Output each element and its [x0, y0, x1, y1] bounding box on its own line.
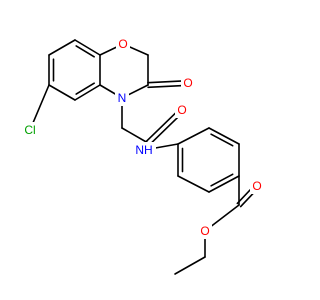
bond-b4-b5-inner [210, 173, 234, 187]
chlorine-label: Cl [24, 123, 35, 137]
ester-carbonyl-oxygen-label: O [252, 179, 261, 193]
ester-oxygen-label: O [200, 224, 209, 238]
amide-oxygen-atom: O [175, 102, 189, 118]
bond-b1-b2 [177, 127, 210, 145]
molecule-structure: Cl O O N O NH O O [18, 36, 264, 275]
lactam-oxygen-label: O [183, 76, 192, 90]
bond-b2-b3 [208, 127, 240, 145]
bond-a3-a4 [74, 84, 101, 101]
bond-a3-a4-inner [75, 82, 95, 95]
bond-a1-a2 [74, 39, 101, 56]
bond-a4-a5 [48, 84, 76, 101]
ester-carbonyl-oxygen-atom: O [250, 178, 264, 194]
bond-a6-a1 [48, 39, 76, 56]
amide-nh-atom: NH [132, 142, 156, 158]
bond-layer [29, 39, 260, 275]
ring-oxygen-atom: O [116, 36, 130, 52]
ester-oxygen-atom: O [198, 223, 212, 239]
chlorine-atom: Cl [18, 122, 42, 138]
bond-ch2-camide [121, 127, 149, 144]
ring-nitrogen-atom: N [115, 90, 129, 106]
bond-amide-co-b [145, 107, 182, 143]
amide-oxygen-label: O [177, 103, 186, 117]
bond-b5-b6 [177, 175, 210, 193]
bond-b4-b5 [208, 175, 240, 193]
bond-ethyl-ch3 [174, 256, 206, 275]
ring-oxygen-label: O [118, 37, 127, 51]
lactam-oxygen-atom: O [181, 75, 195, 91]
bond-a1-a2-inner [75, 45, 95, 58]
amide-nh-label: NH [135, 143, 152, 157]
ring-nitrogen-label: N [118, 91, 127, 105]
bond-b2-b3-inner [210, 133, 234, 147]
